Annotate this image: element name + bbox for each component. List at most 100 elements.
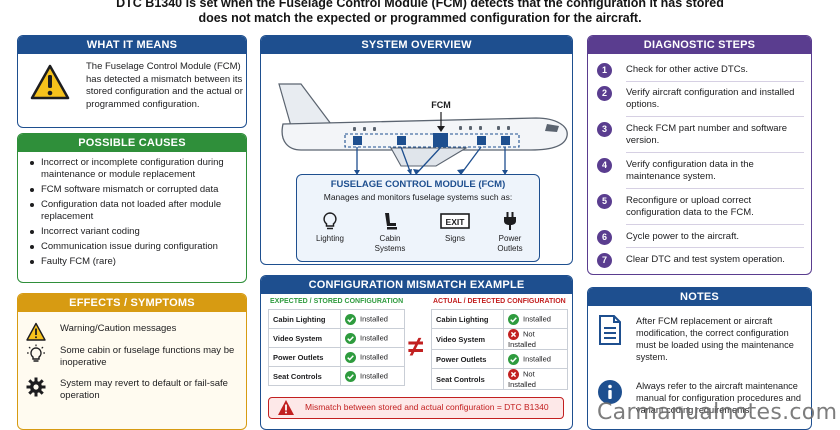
config-item-name: Power Outlets [431, 349, 504, 369]
diagnostic-steps-panel: DIAGNOSTIC STEPS 1 Check for other active… [587, 35, 812, 275]
what-it-means-title: WHAT IT MEANS [18, 36, 246, 54]
config-item-name: Cabin Lighting [431, 309, 504, 329]
check-circle-icon [345, 332, 356, 344]
aircraft-diagram: FCM [278, 83, 568, 175]
gear-icon [26, 377, 46, 397]
config-item-status: Installed [503, 349, 568, 369]
divider [626, 116, 804, 117]
notes-panel: NOTES After FCM replacement or aircraft … [587, 287, 812, 430]
possible-causes-panel: POSSIBLE CAUSES Incorrect or incomplete … [17, 133, 247, 283]
step-text: Reconfigure or upload correct configurat… [626, 195, 754, 218]
step-number: 3 [597, 122, 612, 137]
effect-text: Some cabin or fuselage functions may be … [60, 345, 235, 368]
mismatch-footer-text: Mismatch between stored and actual confi… [305, 402, 549, 412]
config-item-name: Cabin Lighting [268, 309, 341, 329]
effect-text: Warning/Caution messages [60, 323, 177, 334]
actual-config-header: ACTUAL / DETECTED CONFIGURATION [433, 298, 566, 305]
x-circle-icon [508, 329, 519, 340]
list-item: Configuration data not loaded after modu… [28, 199, 240, 223]
step-text: Check FCM part number and software versi… [626, 123, 788, 146]
watermark: Carmanualnotes.com [597, 400, 838, 425]
step-number: 1 [597, 63, 612, 78]
config-item-name: Video System [431, 328, 504, 350]
system-overview-title: SYSTEM OVERVIEW [261, 36, 572, 54]
intro-line-2: does not match the expected or programme… [198, 11, 642, 25]
exit-sign-text: EXIT [446, 217, 466, 227]
table-row: Cabin Lighting Installed [431, 309, 568, 329]
config-item-status: Installed [340, 366, 405, 386]
warning-triangle-icon [278, 400, 294, 415]
fcm-box-subtitle: Manages and monitors fuselage systems su… [323, 192, 513, 202]
system-label: Power Outlets [497, 234, 523, 253]
step-number: 6 [597, 230, 612, 245]
table-row: Seat Controls Installed [268, 366, 405, 386]
status-text: Installed [360, 351, 388, 361]
system-overview-panel: SYSTEM OVERVIEW FCM [260, 35, 573, 265]
document-icon [599, 315, 621, 345]
step-number: 2 [597, 86, 612, 101]
list-item: Incorrect or incomplete configuration du… [28, 157, 240, 181]
list-item: FCM software mismatch or corrupted data [28, 184, 240, 196]
status-text: Installed [360, 332, 388, 342]
step-text: Clear DTC and test system operation. [626, 254, 785, 265]
note-text: After FCM replacement or aircraft modifi… [636, 316, 794, 362]
divider [626, 152, 804, 153]
divider [626, 81, 804, 82]
table-row: Cabin Lighting Installed [268, 309, 405, 329]
power-plug-icon [504, 212, 516, 230]
info-icon [598, 380, 622, 404]
system-lighting: Lighting [305, 211, 355, 244]
warning-triangle-icon [26, 322, 46, 341]
divider [626, 247, 804, 248]
what-it-means-text: The Fuselage Control Module (FCM) has de… [86, 61, 243, 110]
config-item-name: Video System [268, 328, 341, 348]
effect-text: System may revert to default or fail-saf… [60, 378, 228, 401]
config-item-status: Not Installed [503, 368, 568, 390]
expected-config-table: Cabin Lighting Installed Video System In… [268, 309, 405, 386]
system-cabin: Cabin Systems [365, 211, 415, 253]
possible-causes-title: POSSIBLE CAUSES [18, 134, 246, 152]
check-circle-icon [345, 370, 356, 382]
status-text: Not Installed [508, 369, 536, 389]
notes-title: NOTES [588, 288, 811, 306]
config-mismatch-title: CONFIGURATION MISMATCH EXAMPLE [261, 276, 572, 294]
check-circle-icon [508, 313, 519, 325]
table-row: Seat Controls Not Installed [431, 368, 568, 390]
system-label: Cabin Systems [374, 234, 406, 253]
config-item-status: Installed [340, 328, 405, 348]
check-circle-icon [345, 351, 356, 363]
check-circle-icon [508, 353, 519, 365]
status-text: Installed [523, 313, 551, 323]
table-row: Video System Not Installed [431, 328, 568, 350]
effects-symptoms-title: EFFECTS / SYMPTOMS [18, 294, 246, 312]
status-text: Installed [360, 370, 388, 380]
list-item: Incorrect variant coding [28, 226, 240, 238]
step-text: Check for other active DTCs. [626, 64, 748, 75]
system-label: Signs [444, 234, 465, 243]
fcm-info-box: FUSELAGE CONTROL MODULE (FCM) Manages an… [296, 174, 540, 262]
intro-text: DTC B1340 is set when the Fuselage Contr… [0, 0, 840, 26]
step-number: 5 [597, 194, 612, 209]
step-number: 7 [597, 253, 612, 268]
status-text: Not Installed [508, 329, 536, 349]
light-bulb-icon [323, 212, 337, 230]
config-item-status: Not Installed [503, 328, 568, 350]
divider [626, 224, 804, 225]
divider [626, 188, 804, 189]
note-text: Always refer to the aircraft maintenance… [636, 381, 801, 415]
fcm-label: FCM [431, 100, 451, 110]
seat-icon [385, 213, 397, 230]
light-bulb-icon [27, 344, 45, 362]
x-circle-icon [508, 369, 519, 380]
list-item: Communication issue during configuration [28, 241, 240, 253]
expected-config-header: EXPECTED / STORED CONFIGURATION [270, 298, 404, 305]
system-power-outlets: Power Outlets [485, 211, 535, 253]
not-equal-symbol: ≠ [408, 331, 424, 362]
system-label: Lighting [315, 234, 345, 243]
mismatch-footer: Mismatch between stored and actual confi… [268, 397, 564, 419]
config-mismatch-panel: CONFIGURATION MISMATCH EXAMPLE EXPECTED … [260, 275, 573, 430]
diagnostic-steps-title: DIAGNOSTIC STEPS [588, 36, 811, 54]
warning-triangle-icon [30, 64, 70, 100]
status-text: Installed [523, 353, 551, 363]
exit-sign-icon: EXIT [440, 213, 470, 229]
